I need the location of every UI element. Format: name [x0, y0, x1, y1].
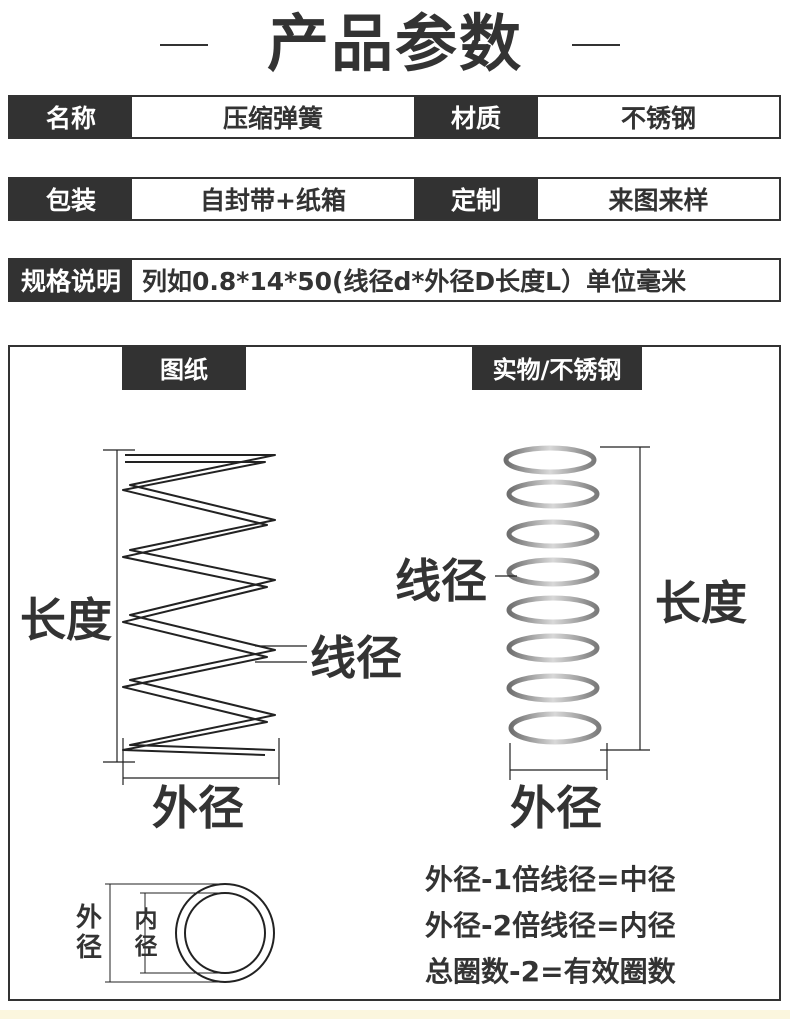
- formula-inner-diameter: 外径-2倍线径=内径: [425, 909, 676, 942]
- ring-cross-section: [105, 883, 275, 983]
- param-value-name: 压缩弹簧: [132, 97, 414, 137]
- param-row-1: 名称 压缩弹簧 材质 不锈钢: [8, 95, 781, 139]
- photo-length-label: 长度: [655, 576, 747, 630]
- spring-drawing: [103, 449, 307, 785]
- param-label-name: 名称: [10, 97, 132, 137]
- spring-photo: [495, 445, 650, 780]
- title-line-right: [572, 44, 620, 46]
- param-value-custom: 来图来样: [538, 179, 779, 219]
- tab-drawing: 图纸: [122, 345, 246, 390]
- param-value-material: 不锈钢: [538, 97, 779, 137]
- param-value-packaging: 自封带+纸箱: [132, 179, 414, 219]
- diagram-panel: [8, 345, 781, 1001]
- spec-label: 规格说明: [10, 260, 132, 300]
- title-line-left: [160, 44, 208, 46]
- ring-inner-label: 内径: [134, 907, 158, 960]
- drawing-length-label: 长度: [20, 593, 112, 647]
- spec-text: 列如0.8*14*50(线径d*外径D长度L）单位毫米: [132, 260, 779, 300]
- bottom-strip: [0, 1010, 790, 1019]
- photo-outer-label: 外径: [510, 781, 602, 835]
- drawing-outer-label: 外径: [152, 781, 244, 835]
- photo-wire-label: 线径: [395, 554, 487, 608]
- param-label-material: 材质: [414, 97, 538, 137]
- title-row: 产品参数: [0, 0, 790, 90]
- spec-row: 规格说明 列如0.8*14*50(线径d*外径D长度L）单位毫米: [8, 258, 781, 302]
- formula-effective-coils: 总圈数-2=有效圈数: [425, 955, 676, 988]
- drawing-wire-label: 线径: [310, 631, 402, 685]
- ring-outer-label: 外径: [75, 903, 102, 963]
- param-label-packaging: 包装: [10, 179, 132, 219]
- page-title: 产品参数: [266, 7, 523, 80]
- formula-mean-diameter: 外径-1倍线径=中径: [425, 863, 676, 896]
- tab-photo: 实物/不锈钢: [472, 345, 642, 390]
- param-label-custom: 定制: [414, 179, 538, 219]
- param-row-2: 包装 自封带+纸箱 定制 来图来样: [8, 177, 781, 221]
